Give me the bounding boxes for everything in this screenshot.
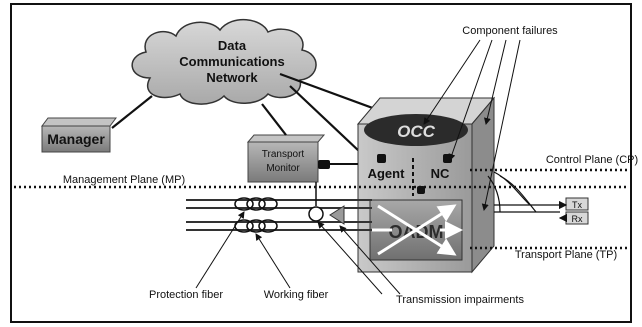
transport-monitor-line2: Monitor	[266, 163, 300, 174]
control-plane-label: Control Plane (CP)	[546, 154, 638, 166]
manager-box: Manager	[41, 117, 117, 153]
tx-rx-links	[487, 171, 560, 213]
management-plane-label: Management Plane (MP)	[63, 174, 185, 186]
tx-label: Tx	[572, 200, 582, 210]
amplifier-icon	[329, 205, 345, 225]
protection-fiber-coil	[234, 197, 278, 211]
working-fiber-coil	[234, 219, 278, 233]
component-failures-label: Component failures	[462, 25, 558, 37]
network-node: OCC Agent NC OADM	[356, 96, 496, 274]
transmission-impairments-label: Transmission impairments	[396, 294, 524, 306]
bottom-pointers	[195, 211, 401, 295]
optical-tap	[308, 206, 324, 222]
link-cloud-monitor	[261, 103, 287, 136]
agent-label: Agent	[368, 166, 406, 181]
working-fiber-label: Working fiber	[264, 289, 329, 301]
data-communications-network-cloud: Data Communications Network	[131, 18, 317, 105]
cloud-label-line3: Network	[206, 70, 258, 85]
cloud-label-line2: Communications	[179, 54, 284, 69]
transport-monitor-box: Transport Monitor	[246, 134, 326, 183]
transport-monitor-line1: Transport	[262, 149, 305, 160]
component-failures-pointers	[423, 39, 521, 211]
rx-label: Rx	[572, 214, 583, 224]
transport-plane-label: Transport Plane (TP)	[515, 249, 617, 261]
protection-fiber-label: Protection fiber	[149, 289, 223, 301]
tx-box: Tx	[565, 197, 589, 211]
cloud-label-line1: Data	[218, 38, 247, 53]
oadm-label: OADM	[389, 222, 444, 242]
occ-logo-text: OCC	[397, 122, 436, 141]
rx-box: Rx	[565, 211, 589, 225]
manager-label: Manager	[47, 131, 105, 147]
agent-nc-connector	[417, 186, 425, 194]
nc-label: NC	[431, 166, 450, 181]
link-cloud-agent	[289, 85, 361, 153]
monitor-connector	[318, 160, 330, 169]
occ-logo-disc	[364, 114, 468, 146]
link-cloud-manager	[111, 95, 153, 129]
agent-connector-top	[377, 154, 386, 163]
oadm-cross-arrow-2	[377, 204, 457, 256]
